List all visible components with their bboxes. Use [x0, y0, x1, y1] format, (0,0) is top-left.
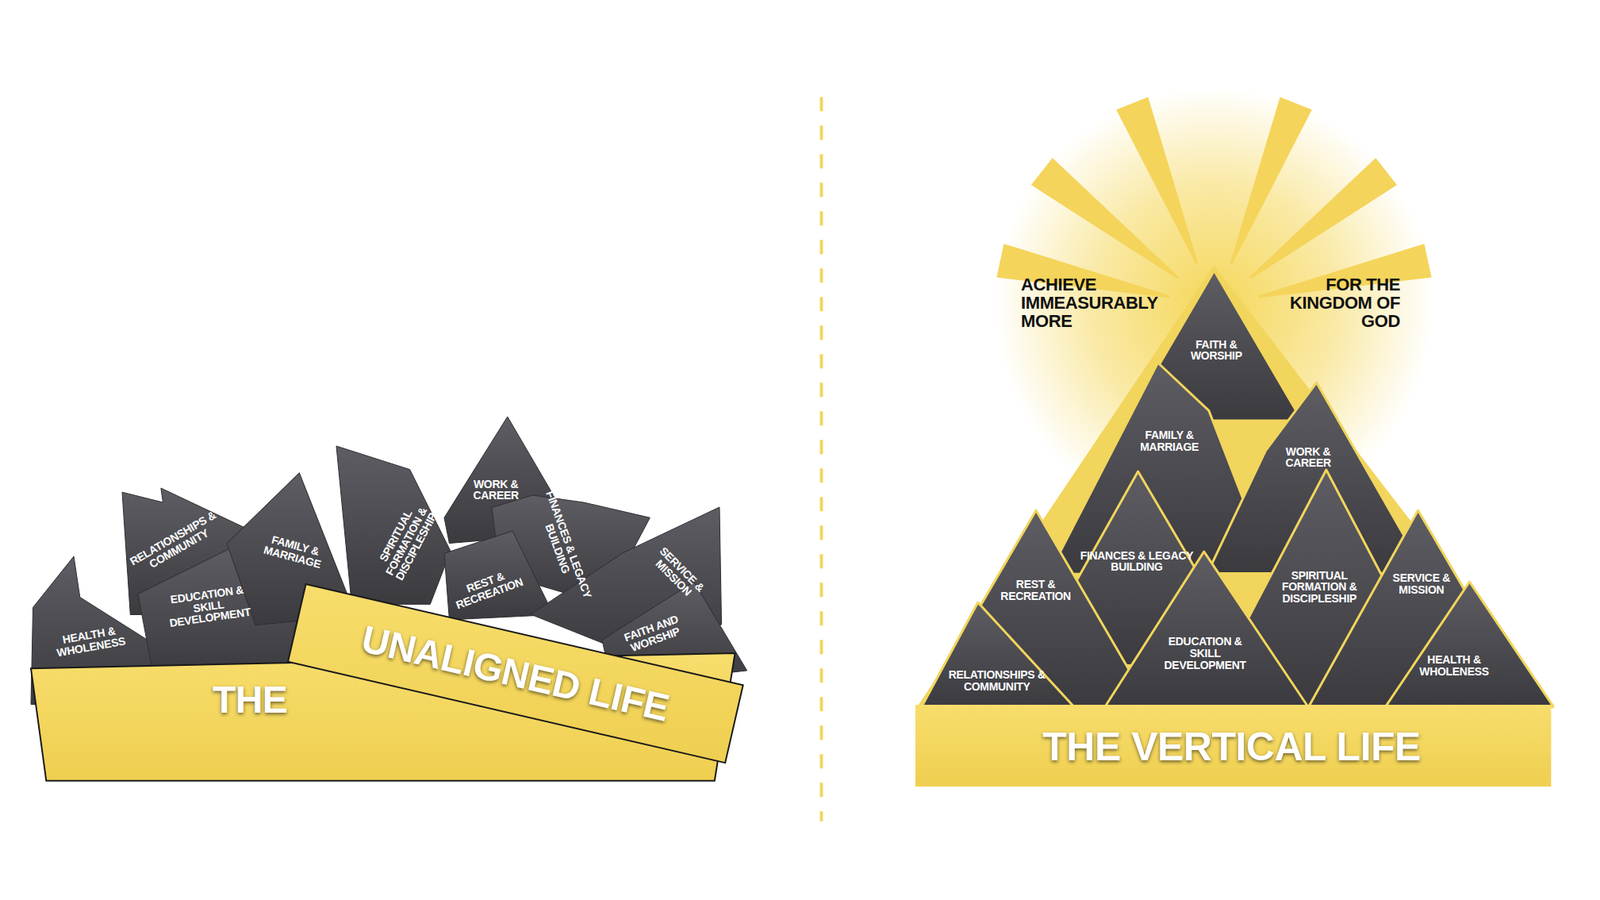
shape-outline	[1385, 581, 1554, 706]
mountain-shape	[1385, 581, 1554, 706]
mountain-label: WORK & CAREER	[464, 478, 528, 502]
mountain-label: FAITH & WORSHIP	[1180, 338, 1252, 362]
mountain-peak: EDUCATION & SKILL DEVELOPMENT	[1105, 551, 1309, 707]
band-title: THE	[148, 679, 353, 720]
mountain-label: HEALTH & WHOLENESS	[1413, 653, 1496, 677]
mountain-label: SPIRITUAL FORMATION & DISCIPLESHIP	[1270, 569, 1368, 605]
mountain-label: WORK & CAREER	[1267, 445, 1350, 469]
title-band: UNALIGNED LIFE	[287, 583, 744, 763]
shape-outline	[444, 530, 554, 620]
mountain-label: EDUCATION & SKILL DEVELOPMENT	[1158, 635, 1251, 671]
tagline: ACHIEVE IMMEASURABLY MORE	[1020, 275, 1180, 330]
mountain-shape	[1105, 551, 1309, 707]
mountain-label: RELATIONSHIPS & COMMUNITY	[940, 668, 1053, 692]
mountain-peak: HEALTH & WHOLENESS	[1385, 581, 1554, 706]
tagline: FOR THE KINGDOM OF GOD	[1289, 275, 1401, 330]
shape-outline	[336, 445, 451, 604]
mountain-peak: RELATIONSHIPS & COMMUNITY	[921, 602, 1075, 706]
shape-outline	[1105, 551, 1309, 707]
mountain-peak: SPIRITUAL FORMATION & DISCIPLESHIP	[336, 445, 451, 604]
shape-outline	[921, 602, 1075, 706]
band-title: THE VERTICAL LIFE	[925, 725, 1539, 768]
sun-ray	[1116, 96, 1198, 264]
mountain-peak: REST & RECREATION	[444, 530, 554, 620]
pyramid-outline	[916, 264, 1555, 708]
divider-line	[820, 96, 824, 822]
shape-outline	[921, 510, 1151, 706]
mountain-label: FINANCES & LEGACY BUILDING	[1078, 549, 1196, 573]
mountain-label: SERVICE & MISSION	[1380, 571, 1462, 595]
shape-outline	[287, 583, 744, 763]
mountain-label: FAMILY & MARRIAGE	[1125, 429, 1213, 453]
mountain-label: REST & RECREATION	[994, 578, 1077, 602]
title-band: THE VERTICAL LIFE	[915, 704, 1551, 787]
shape-outline	[915, 704, 1551, 787]
